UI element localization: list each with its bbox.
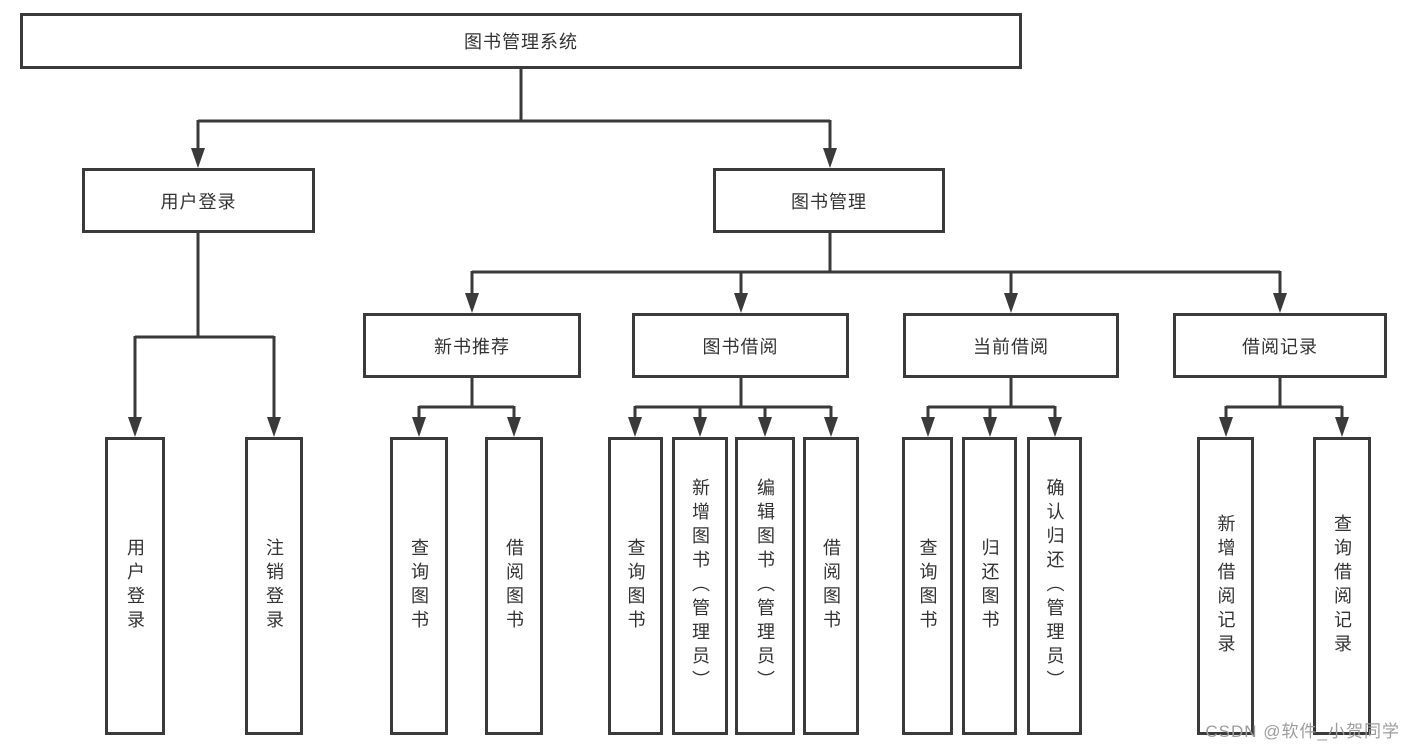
csdn-watermark: CSDN @软件_小贺同学: [1205, 722, 1400, 741]
leaf-logout: 注销登录: [245, 437, 303, 735]
leaf-edit-book-admin: 编辑图书（管理员）: [735, 437, 795, 735]
leaf-add-borrow-record: 新增借阅记录: [1197, 437, 1254, 735]
leaf-borrow-books-recommend: 借阅图书: [485, 437, 543, 735]
leaf-return-books: 归还图书: [962, 437, 1017, 735]
leaf-query-books-recommend: 查询图书: [390, 437, 448, 735]
leaf-borrow-books-borrowing: 借阅图书: [803, 437, 859, 735]
node-current-borrowing: 当前借阅: [903, 313, 1119, 378]
node-new-book-recommend: 新书推荐: [363, 313, 581, 378]
leaf-confirm-return-admin: 确认归还（管理员）: [1027, 437, 1082, 735]
leaf-query-books-borrowing: 查询图书: [608, 437, 663, 735]
node-book-borrowing: 图书借阅: [632, 313, 849, 378]
node-borrowing-records: 借阅记录: [1173, 313, 1387, 378]
leaf-user-login: 用户登录: [105, 437, 165, 735]
node-book-management: 图书管理: [713, 168, 945, 233]
leaf-query-books-current: 查询图书: [902, 437, 953, 735]
node-library-management-system: 图书管理系统: [20, 13, 1022, 69]
leaf-query-borrow-record: 查询借阅记录: [1313, 437, 1371, 735]
leaf-add-book-admin: 新增图书（管理员）: [672, 437, 728, 735]
node-user-login: 用户登录: [82, 168, 315, 233]
